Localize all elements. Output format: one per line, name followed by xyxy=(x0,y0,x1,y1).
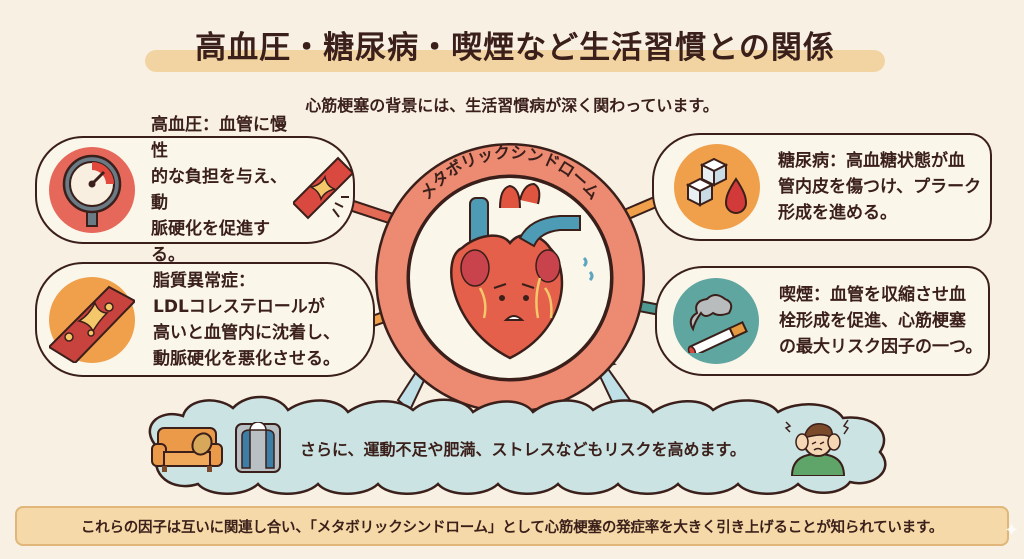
factor-card-dyslipidemia: 脂質異常症： LDLコレステロールが 高いと血管内に沈着し、 動脈硬化を悪化させ… xyxy=(35,262,375,377)
worried-heart-illustration xyxy=(450,182,594,360)
stressed-person-icon xyxy=(778,414,858,480)
sparkle-icon: ✦ xyxy=(1004,520,1020,541)
sugar-cubes-blood-drop-icon xyxy=(674,144,760,230)
subtitle: 心筋梗塞の背景には、生活習慣病が深く関わっています。 xyxy=(305,96,719,115)
plaque-artery-icon xyxy=(49,276,135,363)
cloud-text: さらに、運動不足や肥満、ストレスなどもリスクを高めます。 xyxy=(300,440,746,459)
factor-card-smoking: 喫煙：血管を収縮させ血 栓形成を促進、心筋梗塞 の最大リスク因子の一つ。 xyxy=(655,266,990,376)
risk-cloud xyxy=(148,395,887,495)
factor-text-smoking: 喫煙：血管を収縮させ血 栓形成を促進、心筋梗塞 の最大リスク因子の一つ。 xyxy=(779,285,983,357)
narrowed-artery-icon xyxy=(291,153,355,227)
pressure-gauge-icon xyxy=(49,147,135,233)
weight-scale-icon xyxy=(234,421,282,478)
footer-text: これらの因子は互いに関連し合い、「メタボリックシンドローム」として心筋梗塞の発症… xyxy=(80,519,944,536)
title-block: 高血圧・糖尿病・喫煙など生活習慣との関係 xyxy=(145,26,885,76)
title-highlight xyxy=(145,50,885,72)
factor-text-diabetes: 糖尿病：高血糖状態が血 管内皮を傷つけ、プラーク 形成を進める。 xyxy=(778,151,982,223)
factor-text-dyslipidemia: 脂質異常症： LDLコレステロールが 高いと血管内に沈着し、 動脈硬化を悪化させ… xyxy=(153,270,340,369)
footer-banner: これらの因子は互いに関連し合い、「メタボリックシンドローム」として心筋梗塞の発症… xyxy=(15,506,1009,546)
factor-text-hypertension: 高血圧：血管に慢性 的な負担を与え、動 脈硬化を促進する。 xyxy=(151,115,287,265)
metabolic-syndrome-ring: メタボリックシンドローム xyxy=(375,143,645,413)
page-title: 高血圧・糖尿病・喫煙など生活習慣との関係 xyxy=(195,30,835,66)
factor-card-diabetes: 糖尿病：高血糖状態が血 管内皮を傷つけ、プラーク 形成を進める。 xyxy=(652,133,992,241)
couch-potato-icon xyxy=(150,422,224,480)
cigarette-smoke-icon xyxy=(673,278,759,364)
factor-card-hypertension: 高血圧：血管に慢性 的な負担を与え、動 脈硬化を促進する。 xyxy=(35,115,355,265)
